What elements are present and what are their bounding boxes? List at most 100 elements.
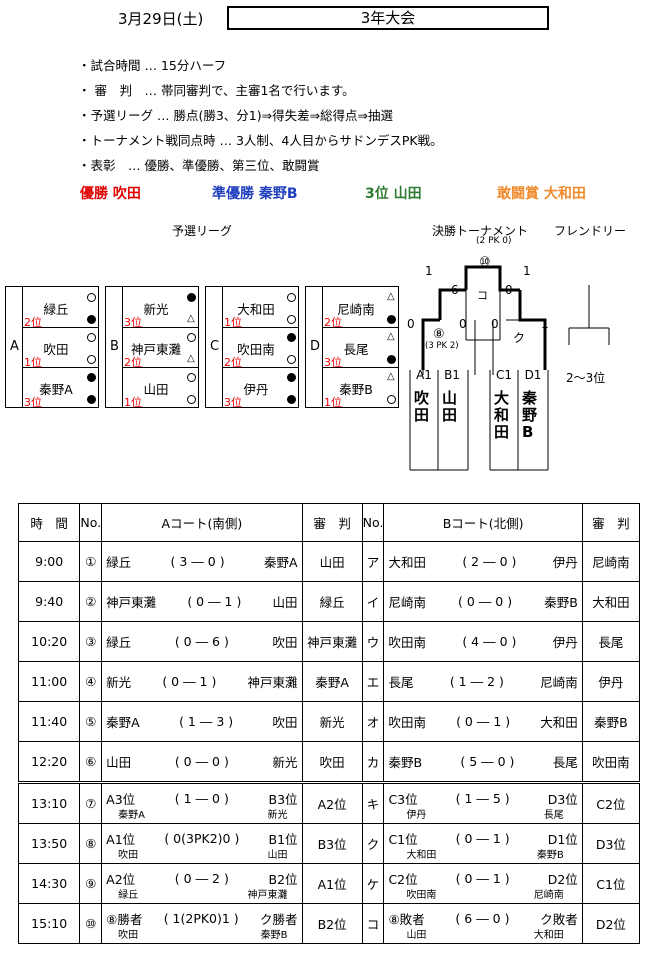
score-b: ( 1 ― 2 ) bbox=[449, 674, 504, 689]
group-team-name: 秦野B bbox=[339, 382, 373, 397]
home-team-b-sub: 伊丹 bbox=[406, 810, 427, 821]
win-mark bbox=[187, 333, 196, 342]
match-a: 緑丘 ( 3 ― 0 ) 秦野A bbox=[101, 541, 303, 582]
match-b: ⑧敗者 ( 6 ― 0 ) ク敗者 山田 大和田 bbox=[383, 903, 583, 944]
loss-mark bbox=[287, 333, 296, 342]
referee-a: 新光 bbox=[301, 701, 363, 742]
page-title: 3年大会 bbox=[227, 6, 549, 30]
home-team-a: 山田 bbox=[106, 755, 132, 770]
time-cell: 13:10 bbox=[17, 781, 81, 824]
match-no-b: キ bbox=[361, 781, 385, 824]
loss-mark bbox=[87, 395, 96, 404]
group-team-name: 緑丘 bbox=[43, 302, 69, 317]
group-team-name: 大和田 bbox=[237, 302, 275, 317]
win-mark bbox=[287, 355, 296, 364]
home-team-b-sub: 山田 bbox=[406, 930, 427, 941]
match-b: 大和田 ( 2 ― 0 ) 伊丹 bbox=[383, 541, 583, 582]
match-no-a: ② bbox=[79, 581, 103, 622]
score-final-right: 1 bbox=[523, 264, 531, 278]
match-b: C3位 ( 1 ― 5 ) D3位 伊丹 長尾 bbox=[383, 781, 583, 824]
friendly-label: 2～3位 bbox=[566, 371, 606, 385]
match-a: A2位 ( 0 ― 2 ) B2位 緑丘 神戸東灘 bbox=[101, 863, 303, 904]
loss-mark bbox=[87, 373, 96, 382]
away-team-b: 伊丹 bbox=[552, 555, 578, 570]
group-team-rank: 1位 bbox=[124, 396, 142, 409]
home-team-b: 吹田南 bbox=[388, 635, 426, 650]
win-mark bbox=[87, 355, 96, 364]
away-team-a: B2位 bbox=[268, 872, 298, 887]
group-team-rank: 1位 bbox=[224, 316, 242, 329]
score-b: ( 2 ― 0 ) bbox=[462, 554, 517, 569]
match-b: C1位 ( 0 ― 1 ) D1位 大和田 秦野B bbox=[383, 823, 583, 864]
slot-team-c1: 大和田 bbox=[494, 389, 510, 441]
score-a: ( 0 ― 1 ) bbox=[187, 594, 242, 609]
header-court-a: Aコート(南側) bbox=[101, 503, 303, 542]
away-team-a-sub: 山田 bbox=[267, 850, 288, 861]
score-b: ( 0 ― 0 ) bbox=[458, 594, 513, 609]
draw-mark: △ bbox=[187, 313, 195, 324]
match-b: 尼崎南 ( 0 ― 0 ) 秦野B bbox=[383, 581, 583, 622]
match-no-a: ⑨ bbox=[79, 863, 103, 904]
win-mark bbox=[187, 395, 196, 404]
referee-b: 吹田南 bbox=[581, 741, 641, 783]
away-team-a-sub: 秦野B bbox=[260, 930, 288, 941]
away-team-b-sub: 大和田 bbox=[533, 930, 564, 941]
award-third: 3位 山田 bbox=[365, 186, 422, 202]
schedule-header-row: 時 間 No. Aコート(南側) 審 判 No. Bコート(北側) 審 判 bbox=[17, 503, 641, 542]
score-b: ( 5 ― 0 ) bbox=[460, 754, 515, 769]
referee-b: D3位 bbox=[581, 823, 641, 864]
semi1-match-no: ⑧ bbox=[433, 327, 445, 342]
away-team-b-sub: 長尾 bbox=[543, 810, 564, 821]
match-a: A3位 ( 1 ― 0 ) B3位 秦野A 新光 bbox=[101, 781, 303, 824]
score-semi2-left: 0 bbox=[491, 317, 499, 331]
referee-a: A1位 bbox=[301, 863, 363, 904]
slot-team-d1: 秦野B bbox=[522, 389, 538, 441]
home-team-a: 新光 bbox=[106, 675, 132, 690]
rule-referee: ・ 審 判 … 帯同審判で、主審1名で行います。 bbox=[78, 83, 355, 98]
group-team-name: 神戸東灘 bbox=[130, 342, 181, 357]
away-team-b: ク敗者 bbox=[540, 912, 578, 927]
loss-mark bbox=[387, 315, 396, 324]
referee-a: 緑丘 bbox=[301, 581, 363, 622]
referee-b: 秦野B bbox=[581, 701, 641, 742]
match-no-a: ① bbox=[79, 541, 103, 582]
group-label: A bbox=[10, 339, 19, 354]
match-no-b: ア bbox=[361, 541, 385, 582]
header-ref-b: 審 判 bbox=[581, 503, 641, 542]
tournament-bracket bbox=[409, 265, 549, 471]
away-team-a-sub: 新光 bbox=[267, 810, 288, 821]
final-section-label: 決勝トーナメント bbox=[432, 224, 529, 238]
group-team-rank: 2位 bbox=[124, 356, 142, 369]
rule-tiebreak: ・トーナメント戦同点時 … 3人制、4人目からサドンデスPK戦。 bbox=[78, 133, 443, 148]
score-a: ( 1 ― 3 ) bbox=[179, 714, 234, 729]
award-winner: 優勝 吹田 bbox=[80, 186, 141, 202]
match-a: 新光 ( 0 ― 1 ) 神戸東灘 bbox=[101, 661, 303, 702]
home-team-a: 緑丘 bbox=[106, 555, 132, 570]
away-team-a: B1位 bbox=[268, 832, 298, 847]
match-no-b: カ bbox=[361, 741, 385, 783]
referee-a: 秦野A bbox=[301, 661, 363, 702]
away-team-b: 大和田 bbox=[540, 715, 578, 730]
match-no-b: エ bbox=[361, 661, 385, 702]
referee-a: 山田 bbox=[301, 541, 363, 582]
away-team-a: ク勝者 bbox=[260, 912, 298, 927]
referee-b: C1位 bbox=[581, 863, 641, 904]
match-b: 吹田南 ( 4 ― 0 ) 伊丹 bbox=[383, 621, 583, 662]
match-no-a: ⑦ bbox=[79, 781, 103, 824]
group-team-rank: 2位 bbox=[224, 356, 242, 369]
referee-b: C2位 bbox=[581, 781, 641, 824]
away-team-a: 吹田 bbox=[272, 635, 298, 650]
header-no-b: No. bbox=[361, 503, 385, 542]
semi2-label: ク bbox=[513, 331, 526, 345]
group-team-rank: 1位 bbox=[24, 356, 42, 369]
win-mark bbox=[187, 373, 196, 382]
match-b: 秦野B ( 5 ― 0 ) 長尾 bbox=[383, 741, 583, 783]
score-a: ( 0 ― 1 ) bbox=[162, 674, 217, 689]
referee-a: A2位 bbox=[301, 781, 363, 824]
final-pk: (2 PK 0) bbox=[476, 236, 512, 246]
group-team-name: 吹田南 bbox=[237, 342, 275, 357]
score-b: ( 0 ― 1 ) bbox=[455, 871, 510, 886]
match-b: C2位 ( 0 ― 1 ) D2位 吹田南 尼崎南 bbox=[383, 863, 583, 904]
home-team-b: 尼崎南 bbox=[388, 595, 426, 610]
